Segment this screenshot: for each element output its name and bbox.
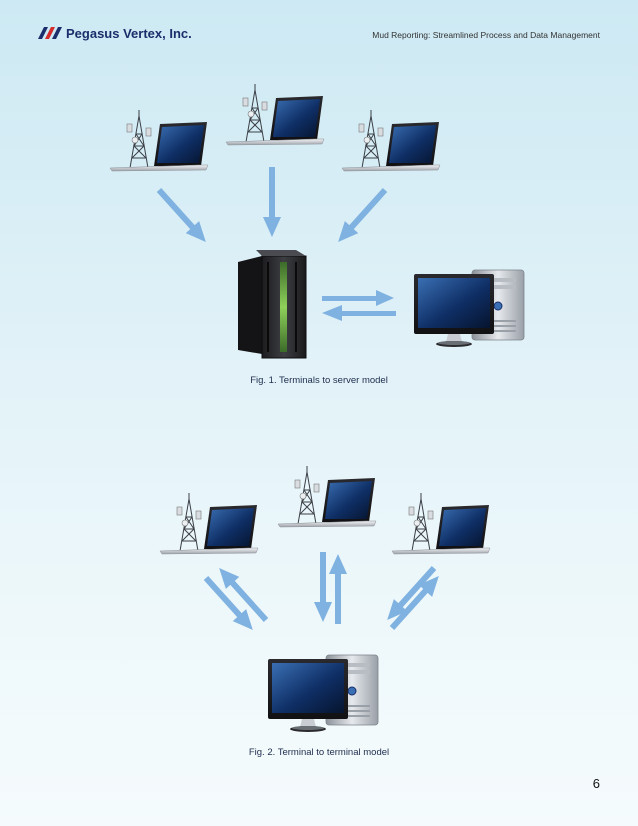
figure-2-caption: Fig. 2. Terminal to terminal model bbox=[248, 747, 390, 758]
arrow-icon bbox=[152, 183, 213, 249]
server-rack-icon bbox=[238, 250, 307, 359]
figure-2 bbox=[159, 465, 491, 733]
laptop-tower-icon bbox=[277, 465, 377, 528]
laptop-tower-icon bbox=[109, 109, 209, 172]
figure-1 bbox=[109, 83, 525, 359]
company-name: Pegasus Vertex, Inc. bbox=[66, 26, 192, 41]
page-header: Pegasus Vertex, Inc. Mud Reporting: Stre… bbox=[0, 0, 638, 60]
laptop-tower-icon bbox=[341, 109, 441, 172]
laptop-tower-icon bbox=[225, 83, 325, 146]
desktop-computer-icon bbox=[413, 269, 525, 348]
laptop-tower-icon bbox=[159, 492, 259, 555]
document-title: Mud Reporting: Streamlined Process and D… bbox=[372, 30, 600, 40]
arrow-icon bbox=[331, 183, 392, 249]
arrow-icon bbox=[314, 552, 347, 624]
arrow-icon bbox=[199, 561, 273, 637]
desktop-computer-icon bbox=[267, 654, 379, 733]
figure-1-caption: Fig. 1. Terminals to server model bbox=[250, 375, 388, 386]
arrow-icon bbox=[322, 290, 396, 321]
page-number: 6 bbox=[592, 776, 600, 791]
arrow-icon bbox=[380, 561, 446, 635]
arrow-icon bbox=[263, 167, 281, 237]
laptop-tower-icon bbox=[391, 492, 491, 555]
pegasus-logo-icon bbox=[38, 27, 62, 39]
